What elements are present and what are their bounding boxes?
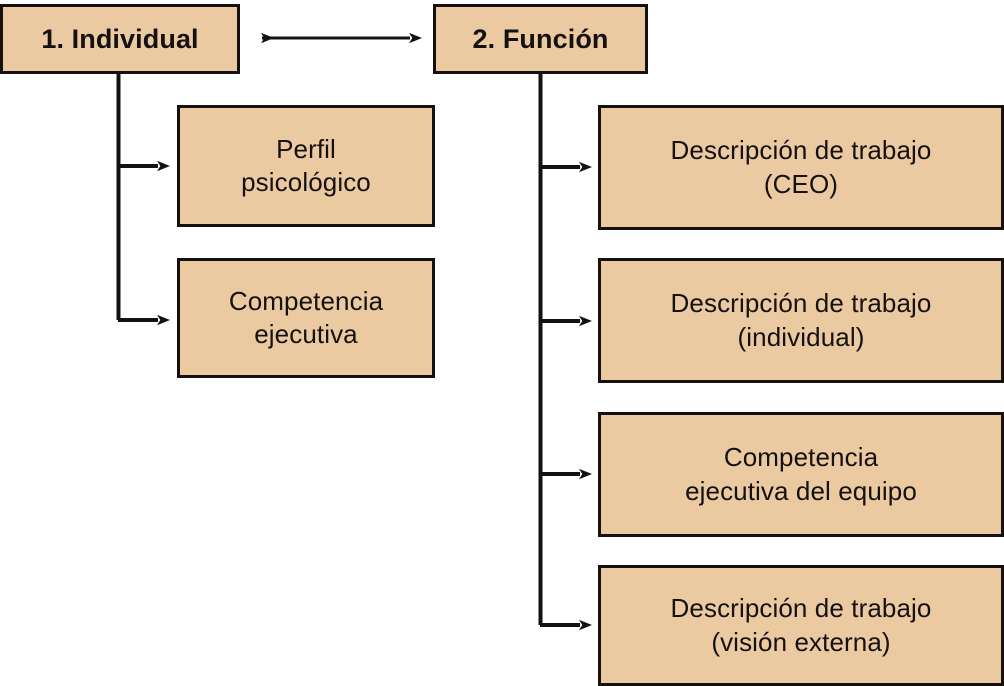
- node-individual[interactable]: 1. Individual: [0, 4, 240, 74]
- node-perfil-psicologico[interactable]: Perfil psicológico: [177, 105, 435, 227]
- node-descripcion-trabajo-vision-externa[interactable]: Descripción de trabajo (visión externa): [598, 565, 1004, 686]
- node-descripcion-trabajo-individual[interactable]: Descripción de trabajo (individual): [598, 258, 1004, 383]
- node-descripcion-trabajo-ceo[interactable]: Descripción de trabajo (CEO): [598, 105, 1004, 230]
- node-funcion[interactable]: 2. Función: [433, 4, 648, 74]
- connector-left-trunk: [116, 74, 170, 326]
- node-competencia-ejecutiva[interactable]: Competencia ejecutiva: [177, 258, 435, 378]
- connector-right-trunk: [538, 74, 592, 631]
- node-competencia-ejecutiva-equipo[interactable]: Competencia ejecutiva del equipo: [598, 412, 1004, 537]
